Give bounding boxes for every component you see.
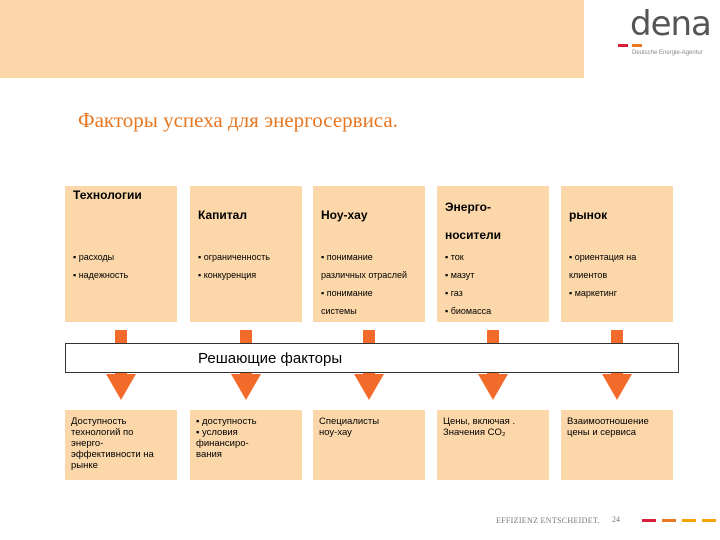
result-line: рынке	[71, 460, 98, 471]
column-knowhow: Ноу-хау ▪ понимание различных отраслей ▪…	[313, 186, 425, 322]
column-item: ▪ мазут	[445, 270, 475, 280]
column-header: Ноу-хау	[321, 208, 368, 222]
logo-word: dena	[630, 4, 712, 44]
column-item: ▪ ограниченность	[198, 252, 270, 262]
result-line: ▪ условия	[196, 427, 238, 438]
page-number: 24	[612, 515, 620, 524]
column-item: системы	[321, 306, 357, 316]
column-item: ▪ маркетинг	[569, 288, 618, 298]
result-line: ▪ доступность	[196, 416, 257, 427]
result-line: Взаимоотношение	[567, 416, 649, 427]
slide-title: Факторы успеха для энергосервиса.	[78, 108, 398, 132]
column-header-line2: носители	[445, 228, 502, 242]
result-line: вания	[196, 449, 222, 460]
decisive-factors-label: Решающие факторы	[198, 350, 343, 367]
column-item: ▪ газ	[445, 288, 463, 298]
column-header: Энерго-	[445, 200, 491, 214]
result-line: Цены, включая .	[443, 416, 516, 427]
result-line: Значения CO₂	[443, 427, 506, 438]
footer-dashes-icon	[642, 519, 716, 522]
result-box: Взаимоотношение цены и сервиса	[561, 410, 673, 480]
column-technology: Технологии ▪ расходы ▪ надежность	[65, 186, 177, 322]
column-item: ▪ ориентация на	[569, 252, 637, 262]
result-line: финансиро-	[196, 438, 249, 449]
result-line: технологий по	[71, 427, 134, 438]
logo-dashes-icon	[618, 44, 642, 47]
column-item: ▪ понимание	[321, 288, 373, 298]
column-header: рынок	[569, 208, 608, 222]
header-band	[0, 0, 584, 78]
column-header: Капитал	[198, 208, 247, 222]
result-line: Доступность	[71, 416, 127, 427]
column-item: ▪ расходы	[73, 252, 115, 262]
column-capital: Капитал ▪ ограниченность ▪ конкуренция	[190, 186, 302, 322]
column-item: клиентов	[569, 270, 608, 280]
column-header: Технологии	[73, 188, 142, 202]
result-line: Специалисты	[319, 416, 380, 427]
dena-logo: dena Deutsche Energie-Agentur	[610, 4, 716, 66]
result-line: цены и сервиса	[567, 427, 636, 438]
result-box: Цены, включая . Значения CO₂	[437, 410, 549, 480]
logo-subtitle: Deutsche Energie-Agentur	[632, 50, 703, 56]
result-box: Специалисты ноу-хау	[313, 410, 425, 480]
result-box: Доступность технологий по энерго- эффект…	[65, 410, 177, 480]
column-energy-carriers: Энерго- носители ▪ ток ▪ мазут ▪ газ ▪ б…	[437, 186, 549, 322]
result-box: ▪ доступность ▪ условия финансиро- вания	[190, 410, 302, 480]
result-line: энерго-	[71, 438, 104, 449]
column-item: ▪ понимание	[321, 252, 373, 262]
column-item: ▪ биомасса	[445, 306, 492, 316]
footer-slogan: EFFIZIENZ ENTSCHEIDET.	[496, 516, 600, 525]
result-line: эффективности на	[71, 449, 154, 460]
decisive-factors-bar: Решающие факторы	[65, 343, 679, 373]
column-item: ▪ ток	[445, 252, 464, 262]
column-item: ▪ надежность	[73, 270, 129, 280]
result-line: ноу-хау	[319, 427, 352, 438]
column-market: рынок ▪ ориентация на клиентов ▪ маркети…	[561, 186, 673, 322]
column-item: различных отраслей	[321, 270, 408, 280]
column-item: ▪ конкуренция	[198, 270, 257, 280]
